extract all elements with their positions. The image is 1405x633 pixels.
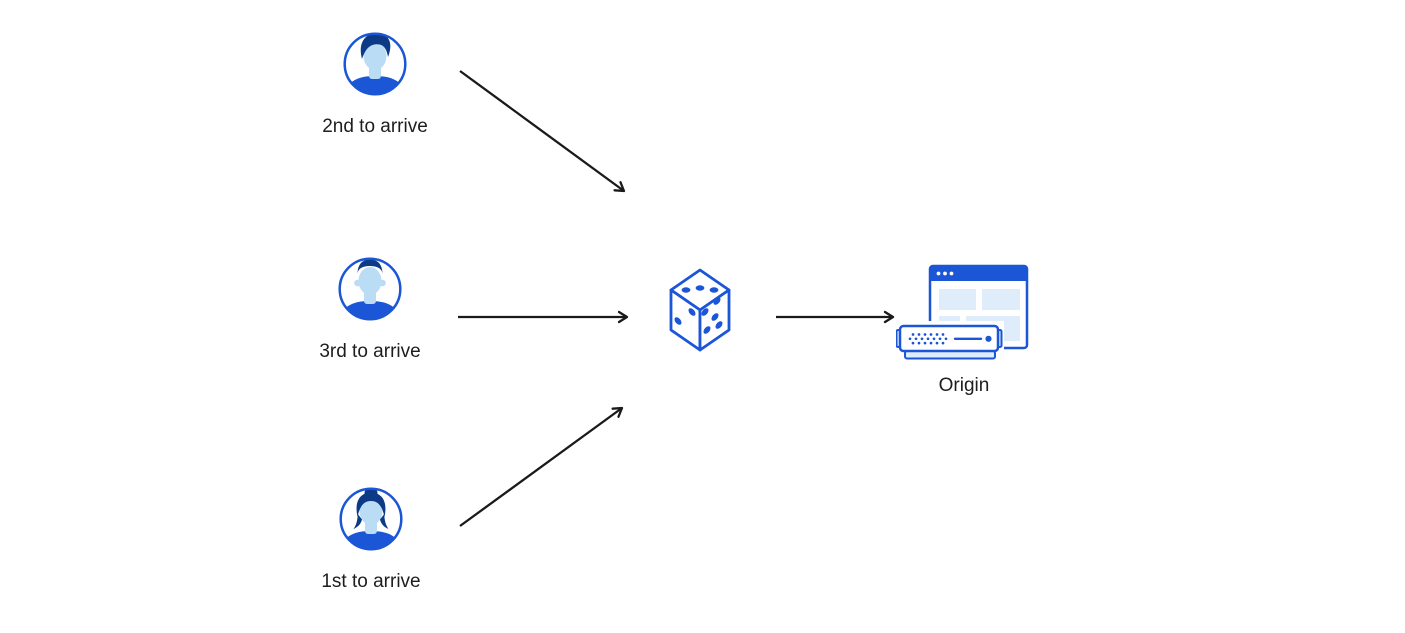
server-vent-dots	[908, 333, 948, 345]
node-visitor-third: 3rd to arrive	[300, 256, 440, 363]
face	[359, 497, 383, 525]
server-body	[898, 324, 1000, 353]
female-avatar-icon	[339, 487, 403, 551]
content-block	[939, 289, 976, 310]
browser-title-bar	[930, 266, 1027, 281]
face	[363, 42, 387, 70]
server-led	[985, 335, 992, 342]
visitor-third-label: 3rd to arrive	[319, 341, 421, 362]
hair-side	[380, 514, 389, 529]
male-avatar-icon	[343, 32, 407, 96]
male-avatar-icon	[338, 257, 402, 321]
hair	[360, 33, 391, 59]
node-randomizer	[664, 264, 736, 356]
dice-icon	[669, 268, 731, 352]
origin-label: Origin	[938, 375, 990, 396]
visitor-second-label: 2nd to arrive	[322, 116, 428, 137]
node-visitor-first: 1st to arrive	[301, 486, 441, 593]
node-origin: Origin	[896, 264, 1032, 397]
content-block	[982, 289, 1020, 310]
visitor-first-label: 1st to arrive	[321, 571, 421, 592]
node-visitor-second: 2nd to arrive	[305, 31, 445, 138]
window-dot	[943, 271, 947, 276]
hair	[356, 492, 386, 517]
window-dot	[949, 271, 954, 276]
arrow-first-to-dice	[459, 406, 624, 527]
hair	[357, 259, 383, 275]
window-dot	[936, 271, 941, 276]
hair-side	[353, 514, 362, 529]
face	[358, 267, 382, 295]
origin-server-browser-icon	[896, 264, 1029, 360]
arrow-second-to-dice	[459, 70, 626, 193]
